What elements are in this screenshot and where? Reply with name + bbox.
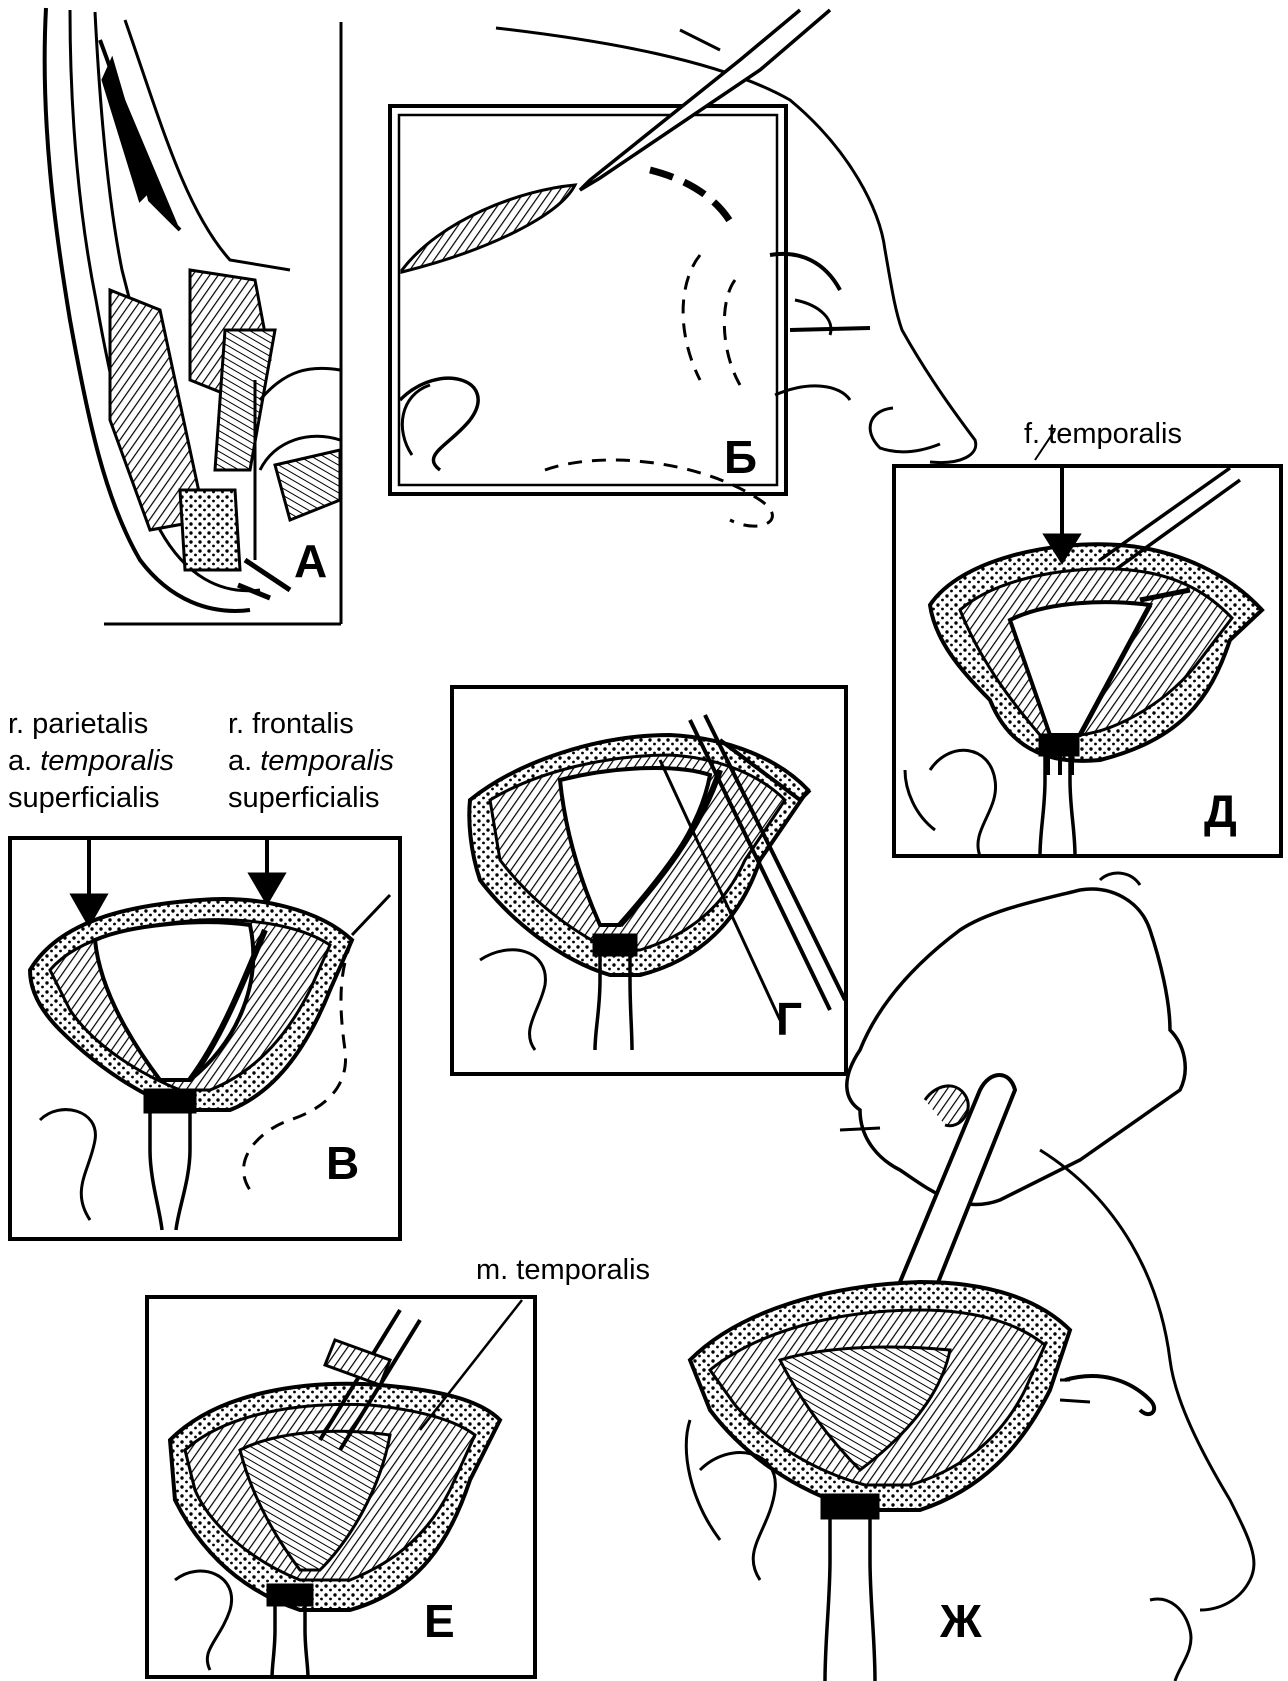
label-r-frontalis: r. frontalis a. temporalis superficialis xyxy=(228,708,395,814)
panel-b-head xyxy=(388,8,978,528)
panel-d-flap xyxy=(892,429,1283,858)
panel-g-letter: Г xyxy=(776,993,803,1045)
label-r-parietalis: r. parietalis a. temporalis superficiali… xyxy=(8,708,175,814)
panel-b-letter: Б xyxy=(724,431,758,483)
panel-d-letter: Д xyxy=(1204,785,1237,837)
panel-a-section xyxy=(42,7,343,626)
panel-e-letter: Е xyxy=(424,1595,455,1647)
panel-a-letter: А xyxy=(294,535,328,587)
label-m-temporalis: m. temporalis xyxy=(476,1254,651,1286)
panel-g-flap xyxy=(450,685,848,1076)
panel-e-flap xyxy=(145,1295,537,1679)
label-f-temporalis: f. temporalis xyxy=(1024,418,1182,450)
panel-zh-letter: Ж xyxy=(940,1595,982,1647)
panel-zh-flap xyxy=(684,871,1256,1681)
panel-v-flap xyxy=(8,836,402,1241)
panel-v-letter: В xyxy=(326,1137,360,1189)
